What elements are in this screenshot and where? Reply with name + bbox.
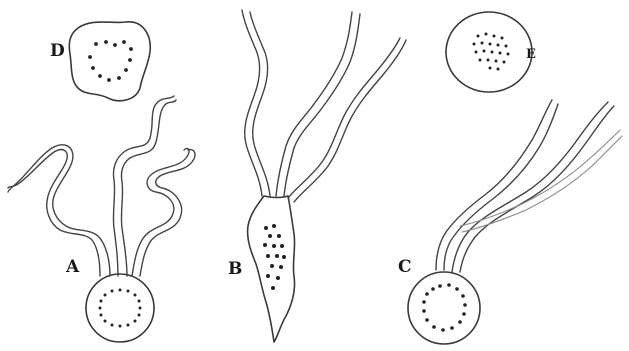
spore-c-tube-1 (436, 100, 552, 270)
cell-d-outline (69, 22, 150, 101)
spore-c-dots (422, 283, 467, 332)
spore-c-body (408, 272, 480, 344)
cell-b-dots (263, 224, 286, 290)
cell-e-dots (473, 33, 510, 71)
cell-d-dots (88, 40, 133, 82)
label-e: E (526, 47, 536, 62)
label-c: C (398, 257, 412, 277)
label-b: B (228, 259, 242, 279)
spore-a-body (86, 274, 154, 342)
cell-b-tube-3 (288, 38, 400, 198)
spore-a-tube-right (132, 148, 189, 276)
cell-e: E (446, 12, 536, 92)
spore-c-tube-2 (452, 102, 608, 272)
spore-c-tube-3 (460, 130, 620, 226)
spore-a-dots (99, 289, 142, 328)
cell-e-outline (446, 12, 532, 92)
spore-c: C (398, 100, 622, 344)
label-a: A (65, 257, 80, 277)
spore-a: A (8, 96, 195, 342)
cell-b-tube-2 (276, 12, 352, 196)
cell-b: B (228, 10, 406, 342)
cell-d: D (50, 22, 150, 101)
cell-b-body (248, 196, 295, 342)
label-d: D (50, 41, 65, 61)
